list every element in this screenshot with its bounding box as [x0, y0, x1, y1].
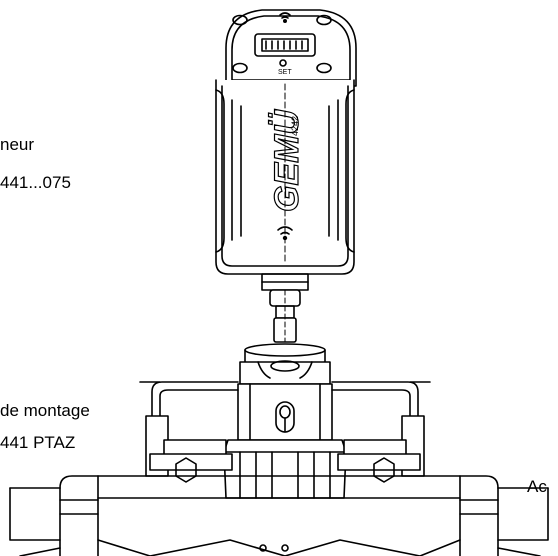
actuator-model-text: 4242 — [290, 116, 300, 136]
valve-label: Ac — [527, 477, 547, 496]
wifi-icon — [277, 226, 293, 235]
screw-icon — [316, 14, 332, 26]
mounting-kit-label-line2: 441 PTAZ — [0, 433, 76, 452]
actuator-brand-text: GEMÜ — [268, 109, 306, 212]
bolt-icon — [373, 457, 395, 483]
wifi-icon — [279, 12, 291, 19]
mounting-kit — [139, 343, 431, 499]
actuator-set-text: SET — [278, 69, 292, 76]
actuator-body — [215, 9, 357, 291]
coupling-shaft — [269, 289, 301, 343]
bolt-icon — [175, 457, 197, 483]
screw-icon — [316, 62, 332, 74]
screw-icon — [232, 62, 248, 74]
screw-icon — [232, 14, 248, 26]
actuator-label-line2: 441...075 — [0, 173, 71, 192]
actuator-label-line1: neur — [0, 135, 35, 154]
valve-body — [9, 475, 549, 556]
led-indicator-icon — [279, 59, 287, 67]
mounting-kit-label-line1: de montage — [0, 401, 90, 420]
